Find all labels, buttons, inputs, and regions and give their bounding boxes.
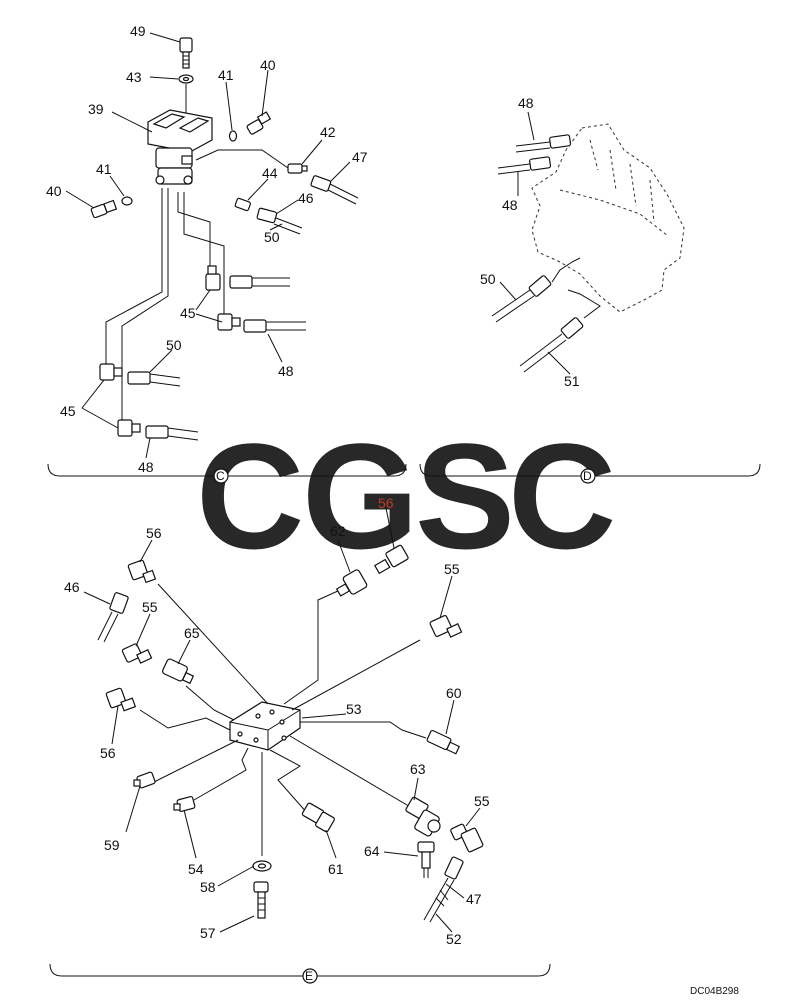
fitting-44 <box>234 197 251 212</box>
label-64: 64 <box>364 843 380 859</box>
label-58: 58 <box>200 879 216 895</box>
label-52: 52 <box>446 931 462 947</box>
label-48-d-upper: 48 <box>518 95 534 111</box>
label-49: 49 <box>130 23 146 39</box>
hose-46-e <box>97 592 129 643</box>
label-47-lower: 47 <box>466 891 482 907</box>
section-e-manifold-assembly: 56 62 56 55 46 55 65 53 56 60 63 55 59 5… <box>64 495 490 947</box>
label-50-lower: 50 <box>166 337 182 353</box>
elbow-56-lower-left <box>105 687 137 712</box>
drawing-code: DC04B298 <box>690 986 739 997</box>
o-ring-41-upper <box>228 130 238 142</box>
elbow-63 <box>405 796 441 837</box>
bolt-49 <box>179 37 193 69</box>
fitting-59 <box>133 771 156 789</box>
label-48-d-lower: 48 <box>502 197 518 213</box>
label-55-left: 55 <box>142 599 158 615</box>
label-40-lower: 40 <box>46 183 62 199</box>
section-e-bracket: E <box>49 963 551 984</box>
fitting-54 <box>173 795 196 813</box>
label-51: 51 <box>564 373 580 389</box>
label-44: 44 <box>262 165 278 181</box>
label-48-lower: 48 <box>138 459 154 475</box>
elbow-56-top-left <box>127 559 157 584</box>
label-55-lower-right: 55 <box>474 793 490 809</box>
section-d-bracket: D <box>419 463 761 484</box>
label-45-upper: 45 <box>180 305 196 321</box>
sensor-60 <box>426 729 461 755</box>
label-56-top-right: 56 <box>378 495 394 511</box>
elbow-55-lower-right <box>450 823 484 853</box>
hose-48-upper <box>243 319 306 333</box>
section-marker-d: D <box>583 469 592 483</box>
label-47-upper: 47 <box>352 149 368 165</box>
washer-43 <box>178 74 194 84</box>
elbow-56-top-right <box>373 544 409 575</box>
hose-50-d <box>491 275 552 323</box>
section-marker-e: E <box>305 969 313 983</box>
section-d-control-valve: 48 48 50 51 <box>480 95 685 389</box>
section-c-assembly: 49 43 41 40 39 42 47 41 40 44 46 50 45 4… <box>46 23 368 475</box>
label-46-upper: 46 <box>298 190 314 206</box>
label-39: 39 <box>88 101 104 117</box>
label-41-upper: 41 <box>218 67 234 83</box>
label-43: 43 <box>126 69 142 85</box>
section-c-bracket: C <box>47 463 407 484</box>
hose-48-d-lower <box>497 156 552 175</box>
fitting-42 <box>287 163 308 174</box>
elbow-45-upper <box>205 265 241 331</box>
elbow-55-right <box>429 615 463 638</box>
label-55-right: 55 <box>444 561 460 577</box>
label-40-upper: 40 <box>260 57 276 73</box>
hose-51-d <box>519 317 584 373</box>
pressure-sensor-40-upper <box>246 111 272 135</box>
manifold-block-53 <box>229 701 301 751</box>
label-59: 59 <box>104 837 120 853</box>
label-45-lower: 45 <box>60 403 76 419</box>
label-62: 62 <box>330 523 346 539</box>
elbow-61 <box>301 802 335 833</box>
label-60: 60 <box>446 685 462 701</box>
label-42: 42 <box>320 124 336 140</box>
control-valve-outline <box>531 123 685 313</box>
elbow-45-lower <box>99 363 141 437</box>
o-ring-41-lower <box>121 196 133 206</box>
label-53: 53 <box>346 701 362 717</box>
bolt-57 <box>253 881 269 919</box>
watermark-letter-1: C <box>196 412 304 580</box>
label-65: 65 <box>184 625 200 641</box>
fitting-65 <box>162 658 195 685</box>
label-56-top-left: 56 <box>146 525 162 541</box>
section-marker-c: C <box>216 469 225 483</box>
hose-48-d-upper <box>515 134 572 153</box>
label-48-upper: 48 <box>278 363 294 379</box>
washer-58 <box>252 860 272 872</box>
label-41-lower: 41 <box>96 161 112 177</box>
watermark: C G S C <box>196 412 616 580</box>
label-56-lower-left: 56 <box>100 745 116 761</box>
fitting-62 <box>335 569 368 597</box>
label-61: 61 <box>328 861 344 877</box>
label-54: 54 <box>188 861 204 877</box>
label-50-upper: 50 <box>264 229 280 245</box>
hose-47-upper <box>310 175 359 205</box>
label-63: 63 <box>410 761 426 777</box>
label-50-d: 50 <box>480 271 496 287</box>
label-57: 57 <box>200 925 216 941</box>
watermark-letter-3: S <box>415 412 515 580</box>
hose-46-upper <box>256 207 303 235</box>
switch-64 <box>417 841 435 878</box>
pedal-valve-39 <box>147 109 213 185</box>
label-46-e: 46 <box>64 579 80 595</box>
hose-48-lower <box>145 425 199 441</box>
elbow-55-left <box>121 643 153 664</box>
watermark-letter-4: C <box>508 412 616 580</box>
hose-50-lower <box>127 371 181 387</box>
hose-50-upper <box>229 275 290 289</box>
pressure-sensor-40-lower <box>90 199 118 219</box>
